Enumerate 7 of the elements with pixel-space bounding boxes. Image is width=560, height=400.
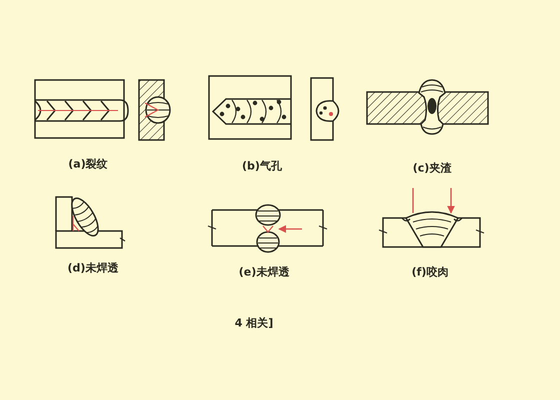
figure-caption: (b)气孔 bbox=[242, 158, 282, 174]
figure-caption: (f)咬肉 bbox=[412, 264, 448, 280]
figure-caption: (d)未焊透 bbox=[68, 260, 118, 276]
figure-caption: (c)夹渣 bbox=[412, 160, 452, 176]
figure-caption: (a)裂纹 bbox=[68, 156, 108, 172]
page-note: 4 相关] bbox=[234, 316, 274, 330]
figure-caption: (e)未焊透 bbox=[238, 264, 290, 280]
